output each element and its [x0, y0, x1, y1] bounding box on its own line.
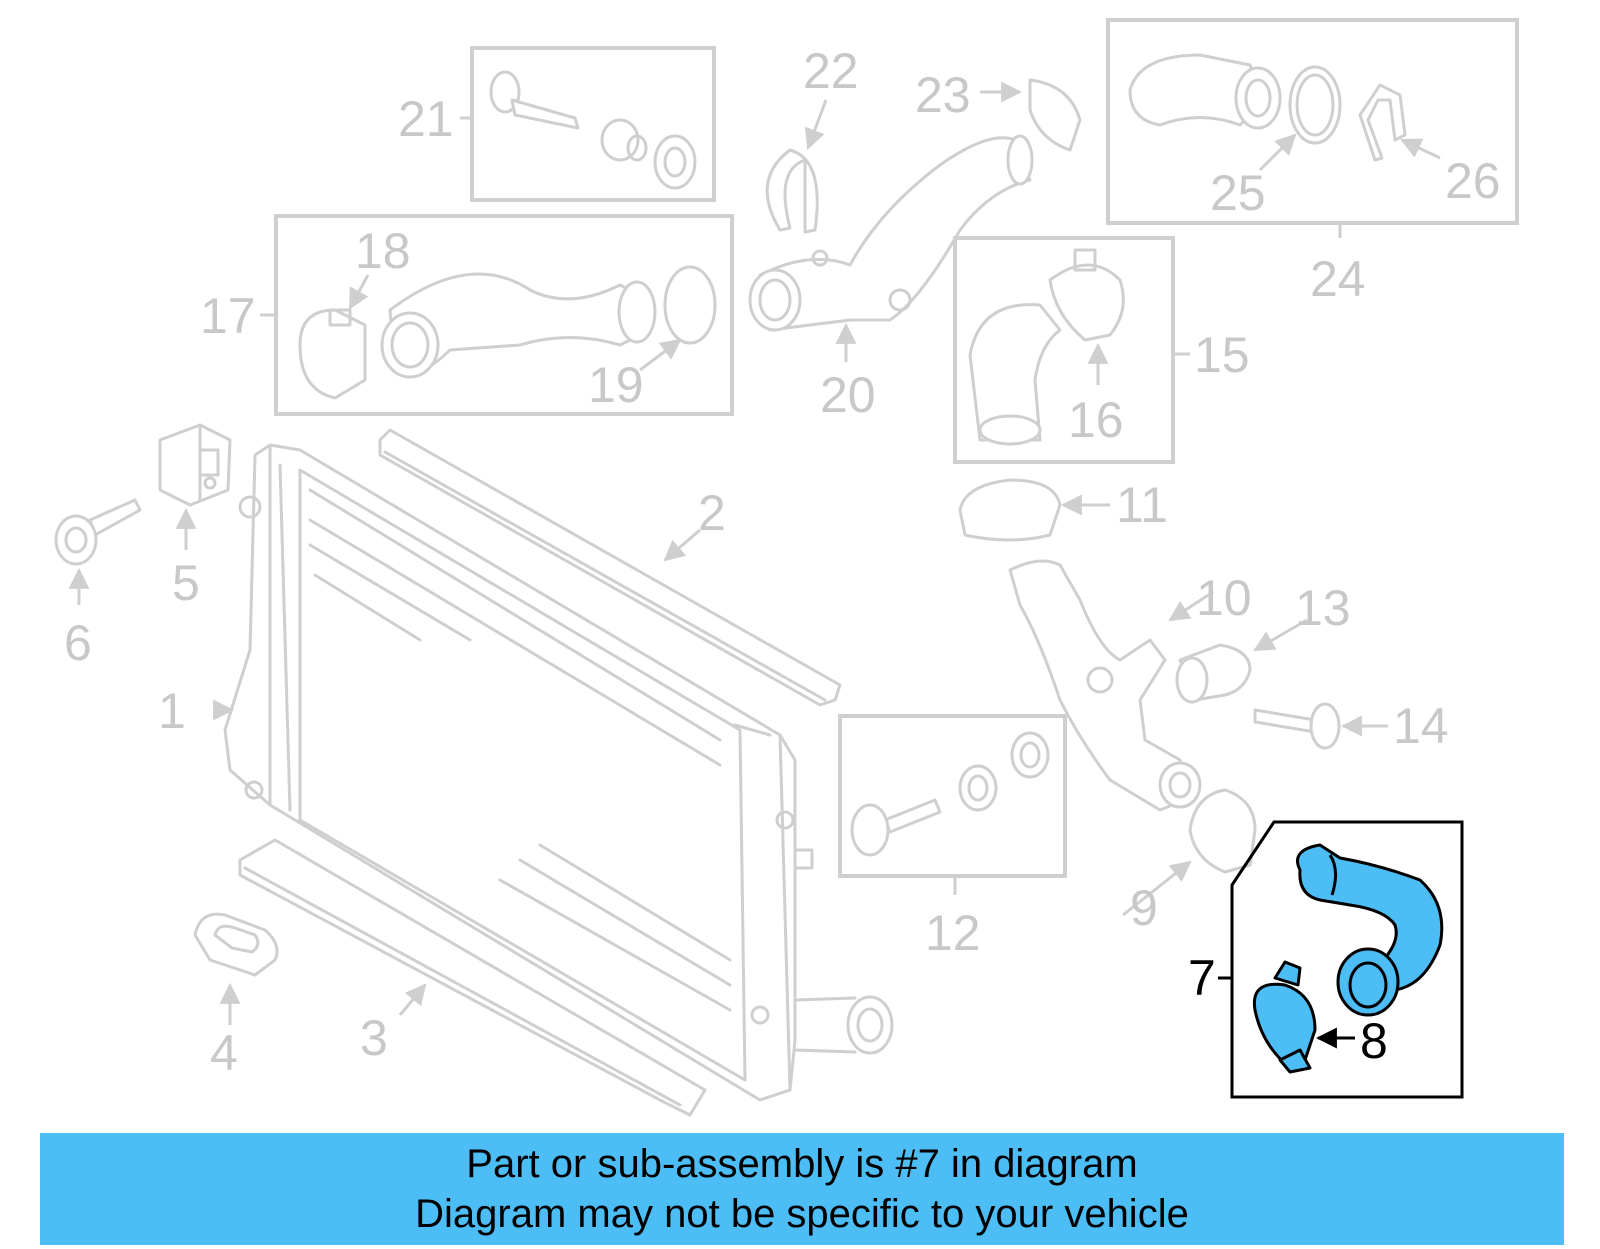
parts-15	[968, 248, 1125, 446]
bolt-part-14	[1253, 702, 1341, 750]
box-7	[1230, 820, 1464, 1099]
bottom-rail	[238, 838, 707, 1117]
banner-line-2: Diagram may not be specific to your vehi…	[415, 1192, 1189, 1236]
callout-25: 25	[1210, 165, 1266, 221]
box-12	[838, 714, 1067, 878]
callout-23: 23	[915, 67, 971, 123]
callout-11: 11	[1116, 477, 1168, 533]
hose-part-7	[1296, 843, 1444, 1017]
banner-line-1: Part or sub-assembly is #7 in diagram	[466, 1142, 1138, 1186]
bolt-part-6	[54, 498, 142, 566]
callout-24: 24	[1310, 251, 1366, 307]
callout-12: 12	[925, 905, 981, 961]
callout-20: 20	[820, 367, 876, 423]
callout-26: 26	[1445, 153, 1501, 209]
callout-9: 9	[1130, 880, 1158, 936]
callout-7: 7	[1188, 950, 1216, 1006]
callout-5: 5	[172, 555, 200, 611]
callout-14: 14	[1393, 698, 1449, 754]
parts-21	[489, 70, 697, 190]
callout-3: 3	[360, 1010, 388, 1066]
top-rail	[378, 428, 842, 707]
callout-19: 19	[588, 357, 644, 413]
duct-part-20	[748, 134, 1034, 332]
box-24	[1106, 18, 1519, 225]
callout-1: 1	[158, 683, 186, 739]
callout-4: 4	[210, 1025, 238, 1081]
box-15	[953, 236, 1175, 464]
clamp-part-8	[1252, 960, 1317, 1074]
callout-8: 8	[1360, 1013, 1388, 1069]
parts-17	[298, 265, 717, 400]
callout-17: 17	[200, 288, 256, 344]
callout-2: 2	[698, 485, 726, 541]
box-21	[470, 46, 716, 202]
callout-22: 22	[803, 43, 859, 99]
parts-12	[850, 731, 1050, 857]
callout-18: 18	[355, 223, 411, 279]
parts-24	[1128, 53, 1407, 162]
callout-21: 21	[398, 91, 454, 147]
sensor-part-13	[1175, 643, 1252, 704]
clamp-part-9	[1188, 788, 1257, 874]
clamp-part-11	[958, 478, 1062, 542]
grommet-part-4	[193, 912, 279, 977]
callout-13: 13	[1295, 580, 1351, 636]
info-banner: Part or sub-assembly is #7 in diagram Di…	[40, 1133, 1564, 1245]
callout-labels: 1 2 3 4 5 6 7 8 9 10 11 12 13 14 15 16 1…	[64, 43, 1501, 1081]
callout-16: 16	[1068, 392, 1124, 448]
callout-10: 10	[1196, 570, 1252, 626]
clamp-part-23	[1028, 78, 1082, 152]
bracket-part-5	[158, 423, 232, 507]
callout-6: 6	[64, 615, 92, 671]
clip-part-22	[765, 148, 819, 234]
leader-lines	[68, 81, 1441, 1049]
pipe-part-10	[1008, 559, 1202, 812]
intercooler	[223, 443, 894, 1102]
callout-15: 15	[1194, 327, 1250, 383]
